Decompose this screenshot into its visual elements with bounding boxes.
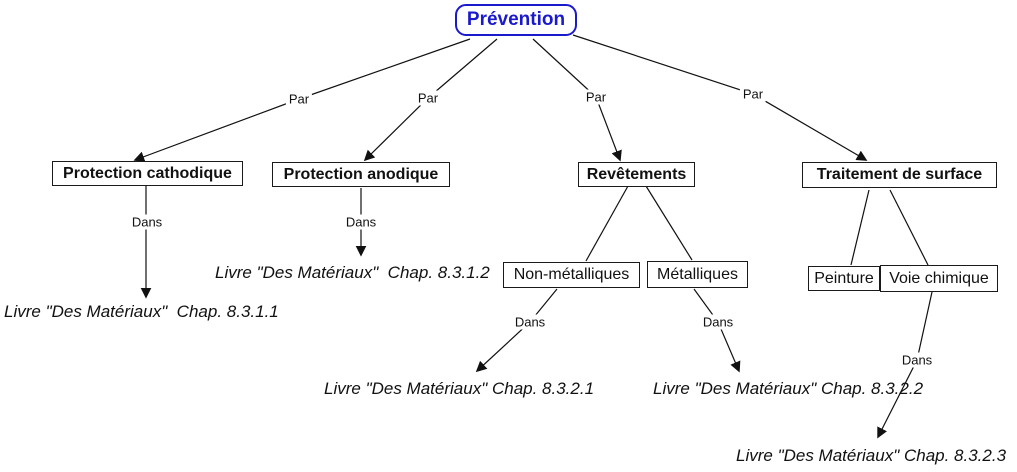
node-peinture-label: Peinture (814, 269, 874, 287)
reference-chap-8323: Livre "Des Matériaux" Chap. 8.3.2.3 (736, 446, 1007, 465)
edge-label-dans-3: Dans (511, 314, 549, 330)
node-protection-anodique-label: Protection anodique (283, 165, 439, 183)
node-metalliques-label: Métalliques (657, 265, 738, 283)
edge-revetements-metalliques (645, 185, 693, 261)
node-metalliques[interactable]: Métalliques (647, 261, 748, 288)
edge-traitement-peinture (850, 189, 870, 266)
reference-chap-8322: Livre "Des Matériaux" Chap. 8.3.2.2 (653, 379, 924, 398)
node-prevention-label: Prévention (466, 9, 566, 30)
edge-label-par-3: Par (582, 89, 610, 105)
edge-prevention-traitement (572, 34, 868, 161)
node-prevention[interactable]: Prévention (455, 4, 577, 36)
edge-label-par-1: Par (285, 91, 313, 107)
node-peinture[interactable]: Peinture (808, 266, 880, 291)
node-traitement-de-surface[interactable]: Traitement de surface (802, 162, 997, 188)
node-voie-chimique-label: Voie chimique (889, 269, 989, 287)
reference-chap-8321: Livre "Des Matériaux" Chap. 8.3.2.1 (324, 379, 595, 398)
edge-label-par-2: Par (414, 90, 442, 106)
edge-nonmetalliques-ref3 (475, 288, 558, 373)
node-protection-anodique[interactable]: Protection anodique (272, 162, 450, 187)
edge-revetements-nonmetalliques (585, 185, 629, 262)
reference-chap-8312: Livre "Des Matériaux" Chap. 8.3.1.2 (215, 263, 490, 282)
node-non-metalliques[interactable]: Non-métalliques (503, 262, 640, 288)
node-voie-chimique[interactable]: Voie chimique (880, 265, 998, 292)
node-revetements[interactable]: Revêtements (578, 162, 695, 187)
edge-label-dans-4: Dans (699, 314, 737, 330)
edge-label-dans-5: Dans (898, 352, 936, 368)
node-non-metalliques-label: Non-métalliques (513, 266, 630, 283)
node-traitement-de-surface-label: Traitement de surface (816, 166, 983, 183)
edge-label-par-4: Par (739, 86, 767, 102)
edge-label-dans-2: Dans (342, 214, 380, 230)
edge-traitement-voiechimique (889, 189, 929, 266)
reference-chap-8311: Livre "Des Matériaux" Chap. 8.3.1.1 (4, 302, 279, 321)
edge-metalliques-ref4 (693, 288, 741, 373)
edge-label-dans-1: Dans (128, 214, 166, 230)
node-protection-cathodique-label: Protection cathodique (63, 164, 232, 182)
node-revetements-label: Revêtements (586, 165, 687, 183)
node-protection-cathodique[interactable]: Protection cathodique (52, 161, 243, 186)
